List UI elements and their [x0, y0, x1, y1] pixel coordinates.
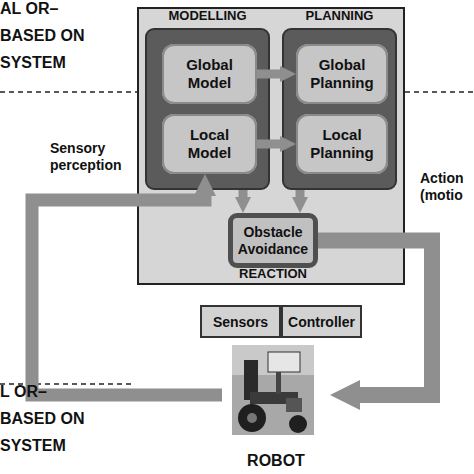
- system-frame: [138, 8, 404, 284]
- node-text: Controller: [288, 314, 355, 330]
- reaction-box: Obstacle AvoidanceREACTION: [228, 213, 318, 268]
- laptop-screen: [268, 352, 300, 372]
- module-panel: MODELLINGGlobal ModelLocal Model: [145, 28, 270, 190]
- process-box: Local Model: [162, 114, 257, 174]
- node-text: ROBOT: [247, 452, 305, 470]
- node-text: Sensors: [213, 314, 268, 330]
- system-label: L OR–BASED ON SYSTEM: [0, 378, 99, 459]
- process-box: Local Planning: [296, 114, 388, 174]
- node-text: Global Planning: [304, 56, 380, 92]
- hardware-cell: Controller: [281, 305, 362, 338]
- system-label: AL OR–BASED ON SYSTEM: [0, 0, 99, 76]
- node-heading: MODELLING: [141, 8, 274, 23]
- node-text: Local Planning: [304, 126, 380, 162]
- robot-photo: [232, 345, 314, 435]
- footrest: [286, 398, 302, 412]
- drive-wheel: [238, 404, 266, 432]
- hardware-cell: Sensors: [200, 305, 281, 338]
- photo-background: [232, 345, 314, 435]
- node-text: Global Model: [170, 56, 249, 92]
- node-text: Obstacle Avoidance: [233, 224, 313, 258]
- caster-wheel: [289, 415, 307, 433]
- node-heading: PLANNING: [278, 8, 401, 23]
- edge-label: Sensory perception: [50, 140, 132, 174]
- node-heading: REACTION: [219, 265, 327, 282]
- edge-label: Action (motio: [420, 170, 474, 204]
- laptop-post: [276, 372, 281, 394]
- flow-arrow: [32, 196, 222, 395]
- module-panel: PLANNINGGlobal PlanningLocal Planning: [282, 28, 397, 190]
- robot-node: ROBOT: [222, 343, 330, 470]
- flow-arrow: [296, 190, 305, 197]
- process-box: Global Planning: [296, 44, 388, 104]
- wheel-hub: [247, 413, 257, 423]
- flow-arrow: [239, 190, 248, 197]
- process-box: Global Model: [162, 44, 257, 104]
- node-text: Local Model: [170, 126, 249, 162]
